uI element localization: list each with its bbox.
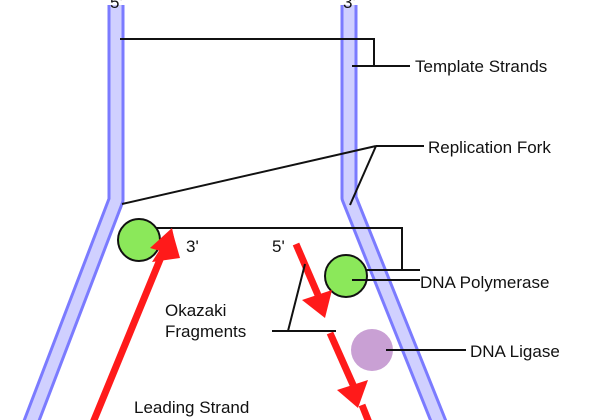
dna-ligase-label: DNA Ligase	[470, 342, 560, 361]
replication-fork-callout	[121, 145, 424, 206]
leading-3prime-label: 3'	[186, 237, 199, 256]
leading-strand-label: Leading Strand	[134, 398, 249, 417]
right-template-strand	[340, 5, 448, 420]
right-3prime-label: 3'	[343, 0, 356, 12]
left-5prime-label: 5'	[110, 0, 123, 12]
left-template-strand	[22, 5, 125, 420]
dna-polymerase-lagging	[324, 254, 368, 298]
leading-arrowhead	[150, 228, 178, 256]
template-strands-callout	[120, 38, 410, 67]
okazaki-fragment-1	[292, 242, 332, 318]
leading-strand-label-backdrop	[130, 398, 258, 418]
lagging-5prime-label: 5'	[272, 237, 285, 256]
okazaki-fragment-3	[358, 403, 372, 420]
okazaki-fragment-2	[326, 331, 368, 408]
okazaki-label-line2: Fragments	[165, 322, 246, 341]
dna-polymerase-leading	[117, 218, 161, 262]
okazaki-label-line1: Okazaki	[165, 301, 226, 320]
replication-fork-label: Replication Fork	[428, 138, 551, 157]
template-strands-label: Template Strands	[415, 57, 547, 76]
okazaki-callout	[272, 263, 336, 332]
dna-polymerase-label: DNA Polymerase	[420, 273, 549, 292]
dna-ligase	[351, 329, 393, 371]
